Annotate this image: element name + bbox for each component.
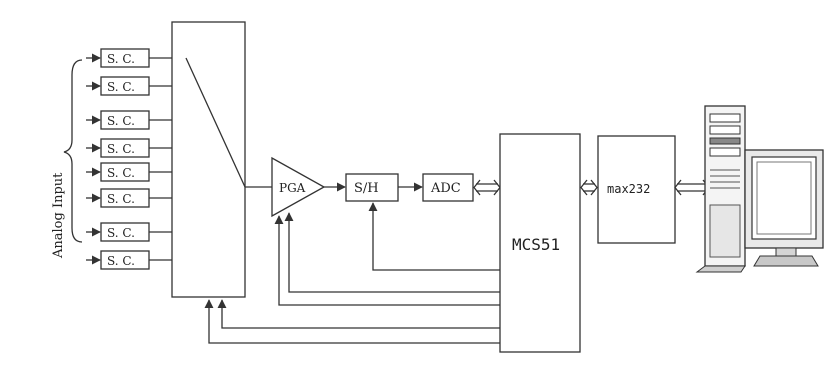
sc-block-label: S. C. [107, 166, 135, 180]
sample-hold-label: S/H [354, 181, 379, 196]
mcu-max232-bus-arrow [581, 180, 597, 195]
max232-label: max232 [607, 182, 650, 196]
adc-mcu-bus-arrow [474, 180, 500, 195]
adc-label: ADC [430, 181, 461, 196]
sc-block-label: S. C. [107, 52, 135, 66]
sc-block-label: S. C. [107, 226, 135, 240]
mcu-label: MCS51 [512, 235, 560, 254]
sc-block-label: S. C. [107, 254, 135, 268]
multiplexer-block [172, 22, 245, 297]
desktop-computer-icon [697, 106, 823, 272]
sc-block-label: S. C. [107, 192, 135, 206]
mcu-to-pga-gain-lines [279, 213, 500, 305]
input-brace [64, 60, 82, 242]
mcu-to-sh-control-line [373, 203, 500, 270]
sc-block-label: S. C. [107, 114, 135, 128]
sc-block-label: S. C. [107, 142, 135, 156]
analog-input-label: Analog Input [51, 172, 66, 259]
mcu-to-mux-select-lines [209, 300, 500, 343]
max232-pc-bus-arrow [675, 180, 709, 195]
pga-label: PGA [279, 181, 306, 195]
sc-block-label: S. C. [107, 80, 135, 94]
